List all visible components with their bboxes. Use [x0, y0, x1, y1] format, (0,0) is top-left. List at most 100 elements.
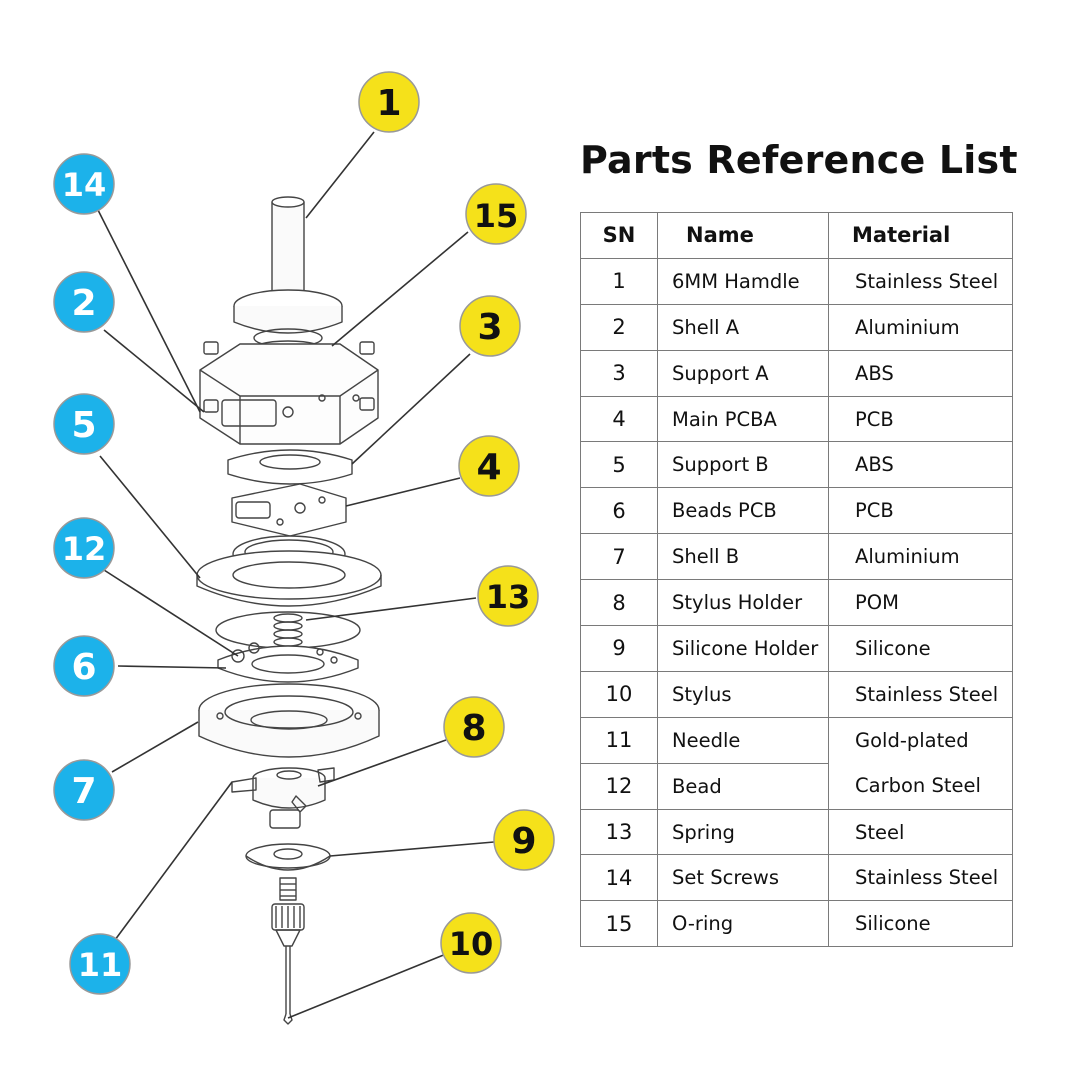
- leader-3: [351, 353, 471, 465]
- row-sn: 2: [580, 303, 658, 351]
- row-name: Support A: [657, 349, 829, 397]
- callout-1-label: 1: [376, 83, 401, 124]
- row-material: POM: [828, 579, 1013, 627]
- leader-9: [329, 841, 495, 857]
- row-sn: 10: [580, 670, 658, 718]
- row-name: Set Screws: [657, 854, 829, 902]
- callout-13: 13: [477, 565, 539, 627]
- leader-4: [345, 477, 461, 507]
- callout-4-label: 4: [476, 447, 501, 488]
- callout-1: 1: [358, 71, 420, 133]
- support-a-part: [227, 449, 353, 485]
- row-sn: 13: [580, 808, 658, 856]
- parts-reference-table: SN Name Material 1 6MM Hamdle Stainless …: [580, 212, 1013, 948]
- silicone-holder-part: [245, 843, 331, 871]
- leader-6: [117, 665, 227, 669]
- table-row: 12 Bead Carbon Steel: [580, 762, 1013, 810]
- row-sn: 5: [580, 441, 658, 489]
- table-row: 6 Beads PCB PCB: [580, 487, 1013, 535]
- leader-2: [103, 329, 205, 413]
- row-material: PCB: [828, 487, 1013, 535]
- row-name: Stylus Holder: [657, 579, 829, 627]
- callout-10-label: 10: [449, 925, 494, 963]
- row-material: Gold-plated: [828, 716, 1013, 764]
- table-row: 11 Needle Gold-plated: [580, 716, 1013, 764]
- callout-8: 8: [443, 696, 505, 758]
- row-material: ABS: [828, 349, 1013, 397]
- row-name: Beads PCB: [657, 487, 829, 535]
- table-row: 7 Shell B Aluminium: [580, 533, 1013, 581]
- beads-pcb-part: [215, 611, 361, 683]
- table-row: 15 O-ring Silicone: [580, 900, 1013, 948]
- leader-7: [111, 721, 199, 773]
- row-sn: 11: [580, 716, 658, 764]
- row-sn: 7: [580, 533, 658, 581]
- callout-11-label: 11: [78, 946, 123, 984]
- row-name: Main PCBA: [657, 395, 829, 443]
- shell-b-part: [198, 683, 380, 758]
- table-row: 5 Support B ABS: [580, 441, 1013, 489]
- row-name: Shell A: [657, 303, 829, 351]
- o-ring-part: [233, 289, 343, 364]
- table-row: 10 Stylus Stainless Steel: [580, 670, 1013, 718]
- row-material: Aluminium: [828, 533, 1013, 581]
- row-name: Silicone Holder: [657, 625, 829, 672]
- row-sn: 4: [580, 395, 658, 443]
- callouts: 1 15 3 4 13 8 9 10: [53, 71, 555, 995]
- callout-6: 6: [53, 635, 115, 697]
- row-sn: 12: [580, 762, 658, 810]
- table-row: 8 Stylus Holder POM: [580, 579, 1013, 627]
- table-row: 9 Silicone Holder Silicone: [580, 625, 1013, 672]
- shell-a-part: [199, 341, 379, 445]
- row-name: Stylus: [657, 670, 829, 718]
- callout-4: 4: [458, 435, 520, 497]
- row-name: 6MM Hamdle: [657, 257, 829, 305]
- table-row: 3 Support A ABS: [580, 349, 1013, 397]
- header-material: Material: [828, 212, 1013, 259]
- leader-15: [331, 231, 469, 347]
- table-row: 14 Set Screws Stainless Steel: [580, 854, 1013, 902]
- row-material: Stainless Steel: [828, 854, 1013, 902]
- row-sn: 1: [580, 257, 658, 305]
- table-row: 2 Shell A Aluminium: [580, 303, 1013, 351]
- spring-part: [273, 613, 303, 647]
- callout-3: 3: [459, 295, 521, 357]
- callout-13-label: 13: [486, 578, 531, 616]
- callout-5: 5: [53, 393, 115, 455]
- leader-12: [103, 569, 239, 657]
- row-sn: 3: [580, 349, 658, 397]
- callout-2: 2: [53, 271, 115, 333]
- row-material: Stainless Steel: [828, 670, 1013, 718]
- callout-14: 14: [53, 153, 115, 215]
- callout-10: 10: [440, 912, 502, 974]
- callout-3-label: 3: [477, 307, 502, 348]
- leader-13: [305, 597, 477, 621]
- row-material: Steel: [828, 808, 1013, 856]
- leader-lines: [97, 131, 495, 1019]
- callout-15-label: 15: [474, 197, 519, 235]
- row-material: PCB: [828, 395, 1013, 443]
- callout-12-label: 12: [62, 530, 107, 568]
- callout-9-label: 9: [511, 821, 536, 862]
- main-pcba-part: [231, 483, 347, 537]
- row-sn: 14: [580, 854, 658, 902]
- leader-8: [317, 739, 447, 787]
- leader-1: [305, 131, 375, 219]
- row-sn: 15: [580, 900, 658, 948]
- parts-list-title: Parts Reference List: [580, 138, 1018, 182]
- leader-10: [287, 953, 447, 1019]
- row-sn: 6: [580, 487, 658, 535]
- row-material: Silicone: [828, 900, 1013, 948]
- row-name: Bead: [657, 762, 829, 810]
- row-name: Needle: [657, 716, 829, 764]
- callout-15: 15: [465, 183, 527, 245]
- leader-14: [97, 209, 201, 413]
- leader-5: [99, 455, 201, 579]
- row-material: Carbon Steel: [828, 763, 1013, 810]
- table-row: 1 6MM Hamdle Stainless Steel: [580, 257, 1013, 305]
- callout-7: 7: [53, 759, 115, 821]
- row-name: Shell B: [657, 533, 829, 581]
- callout-14-label: 14: [62, 166, 107, 204]
- handle-part: [271, 196, 305, 303]
- stylus-holder-part: [231, 767, 335, 829]
